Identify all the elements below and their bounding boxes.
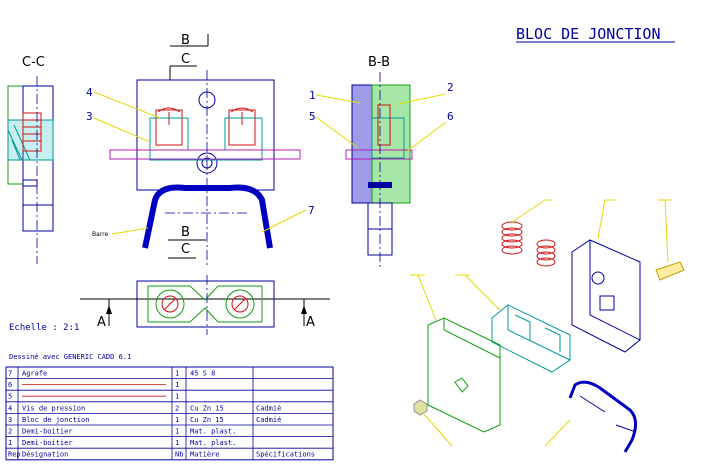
bom-cell: 1 bbox=[175, 370, 179, 378]
section-label-bb: B-B bbox=[368, 55, 390, 70]
bom-cell: 2 bbox=[8, 428, 12, 436]
bom-cell: Cu Zn 15 bbox=[190, 416, 224, 424]
bom-cell: Mat. plast. bbox=[190, 428, 236, 436]
bom-cell: 7 bbox=[8, 370, 12, 378]
bom-header: Spécifications bbox=[256, 451, 315, 459]
bb-block bbox=[371, 117, 405, 159]
front-housing bbox=[136, 79, 275, 191]
bill-of-materials: 7 Agrafe 1 45 S 8 6 1 5 1 4 Vis de pression 2 Cu Zn… bbox=[5, 366, 334, 461]
exploded-nut bbox=[413, 399, 428, 416]
bom-cell: Cu Zn 15 bbox=[190, 404, 224, 412]
exploded-screw bbox=[655, 261, 685, 281]
bom-cell: 3 bbox=[8, 416, 12, 424]
bom-header: Matière bbox=[190, 451, 220, 459]
bom-cell: Agrafe bbox=[22, 370, 47, 378]
section-arrow-c-top: C bbox=[181, 52, 190, 67]
scale-text: Echelle : 2:1 bbox=[9, 323, 79, 333]
section-view-bb: B-B 1 2 5 6 bbox=[309, 55, 454, 268]
leader-num-4: 4 bbox=[86, 86, 93, 99]
cad-credit: Dessiné avec GENERIC CADD 6.1 bbox=[9, 353, 131, 361]
exploded-clip bbox=[568, 380, 637, 453]
bom-cell: Demi-boitier bbox=[22, 428, 73, 436]
exploded-junction-block bbox=[491, 304, 571, 373]
bom-cell: Demi-boitier bbox=[22, 439, 73, 447]
bom-cell: 45 S 8 bbox=[190, 370, 215, 378]
top-view: A A bbox=[80, 275, 330, 335]
bom-cell: 1 bbox=[8, 439, 12, 447]
exploded-view bbox=[410, 199, 685, 453]
bom-header: Nb bbox=[175, 451, 183, 459]
front-screw-left bbox=[155, 109, 183, 146]
front-screw-right bbox=[228, 109, 256, 146]
section-arrow-b-bottom: B bbox=[181, 225, 190, 240]
leader-num-1: 1 bbox=[309, 89, 316, 102]
bb-rod bbox=[345, 149, 413, 160]
bom-cell: 1 bbox=[175, 428, 179, 436]
top-screw-left bbox=[161, 295, 179, 313]
bom-cell: 1 bbox=[175, 381, 179, 389]
exploded-half-housing bbox=[427, 317, 501, 433]
bom-cell: 1 bbox=[175, 439, 179, 447]
bom-cell: 1 bbox=[175, 393, 179, 401]
section-arrow-b-top: B bbox=[181, 33, 190, 48]
top-screw-right bbox=[231, 295, 249, 313]
leader-num-2: 2 bbox=[447, 81, 454, 94]
barre-label: Barre bbox=[92, 231, 108, 238]
bom-cell: 1 bbox=[175, 416, 179, 424]
bom-cell: 2 bbox=[175, 404, 179, 412]
title-text: BLOC DE JONCTION bbox=[516, 25, 661, 43]
drawing-title: BLOC DE JONCTION bbox=[516, 25, 675, 43]
leader-num-5: 5 bbox=[309, 110, 316, 123]
cc-screw bbox=[22, 112, 42, 152]
section-view-cc: C-C bbox=[7, 55, 54, 264]
bom-cell: Vis de pression bbox=[22, 404, 85, 412]
bom-cell: Cadmié bbox=[256, 416, 281, 424]
front-leaders: 4 3 7 bbox=[86, 86, 315, 233]
bom-header: Désignation bbox=[22, 451, 68, 459]
leader-num-6: 6 bbox=[447, 110, 454, 123]
bom-cell: 4 bbox=[8, 404, 12, 412]
top-block-outline bbox=[147, 285, 263, 323]
front-cable-rod bbox=[109, 149, 301, 160]
bom-cell: 5 bbox=[8, 393, 12, 401]
section-arrow-a-left: A bbox=[97, 315, 106, 330]
front-view: B C B C Barre bbox=[92, 33, 301, 265]
bom-cell: Bloc de jonction bbox=[22, 416, 89, 424]
exploded-spring-2 bbox=[536, 239, 556, 267]
front-clip bbox=[142, 184, 273, 249]
exploded-spring-1 bbox=[501, 221, 523, 255]
section-arrow-c-bottom: C bbox=[181, 242, 190, 257]
leader-num-3: 3 bbox=[86, 110, 93, 123]
leader-num-7: 7 bbox=[308, 204, 315, 217]
section-arrow-a-right: A bbox=[306, 315, 315, 330]
top-housing bbox=[136, 280, 275, 328]
section-label-cc: C-C bbox=[22, 55, 45, 70]
bom-cell: Cadmié bbox=[256, 404, 281, 412]
bom-cell: Mat. plast. bbox=[190, 439, 236, 447]
bom-header: Rep bbox=[8, 451, 21, 459]
bom-cell: 6 bbox=[8, 381, 12, 389]
front-junction-block bbox=[149, 117, 263, 161]
